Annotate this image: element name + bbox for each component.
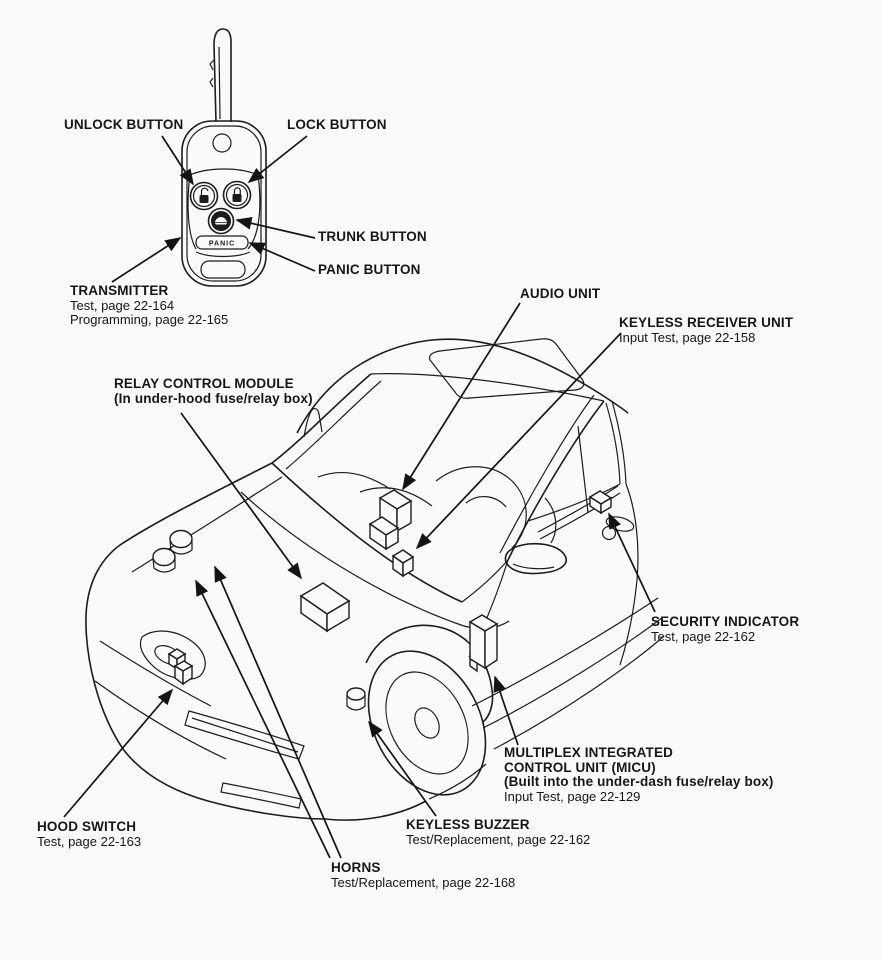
label-detail: Test, page 22-163 bbox=[37, 833, 142, 849]
label-title: UNLOCK BUTTON bbox=[64, 117, 184, 132]
label-detail: Input Test, page 22-129 bbox=[504, 788, 641, 804]
relay-module-label: RELAY CONTROL MODULE (In under-hood fuse… bbox=[114, 376, 313, 406]
security-indicator-box bbox=[588, 490, 613, 515]
arrow-hood-switch bbox=[63, 688, 174, 818]
label-detail: Test, page 22-162 bbox=[651, 628, 756, 644]
unlock-button-label: UNLOCK BUTTON bbox=[64, 117, 184, 133]
arrow-keyless-buzzer bbox=[368, 720, 437, 817]
unlock-button bbox=[189, 181, 219, 211]
keyless-buzzer-box bbox=[346, 687, 366, 711]
battery-cover-seam bbox=[200, 260, 246, 279]
hood-crease bbox=[131, 476, 283, 573]
grille bbox=[184, 710, 305, 760]
audio-unit-box bbox=[368, 489, 413, 551]
fob-body bbox=[181, 120, 267, 287]
label-detail: Programming, page 22-165 bbox=[70, 312, 229, 327]
car-drawing bbox=[85, 338, 665, 821]
arrow-trunk-button bbox=[235, 216, 316, 239]
lock-button bbox=[222, 180, 252, 210]
bumper-creases bbox=[94, 640, 227, 760]
label-title: TRANSMITTER bbox=[70, 283, 169, 298]
label-title: KEYLESS RECEIVER UNIT bbox=[619, 315, 794, 330]
label-title: SECURITY INDICATOR bbox=[651, 614, 800, 629]
arrow-unlock-button bbox=[161, 135, 194, 186]
horns bbox=[152, 529, 193, 573]
label-detail: Input Test, page 22-158 bbox=[619, 329, 756, 345]
arrow-lock-button bbox=[247, 135, 308, 184]
label-title: HORNS bbox=[331, 860, 381, 875]
a-pillar-left bbox=[271, 373, 372, 464]
door-mirror bbox=[504, 542, 567, 575]
roof-line bbox=[296, 338, 629, 434]
micu-box bbox=[468, 614, 499, 673]
horns-label: HORNS Test/Replacement, page 22-168 bbox=[331, 860, 516, 890]
trunk-button bbox=[207, 207, 235, 235]
key-blade bbox=[209, 28, 232, 123]
callout-arrows bbox=[63, 135, 656, 859]
keyless-receiver-box bbox=[391, 549, 415, 578]
cowl-line bbox=[271, 462, 463, 603]
audio-unit-label: AUDIO UNIT bbox=[520, 286, 601, 302]
arrow-keyless-receiver bbox=[415, 332, 622, 550]
key-fob-drawing: PANIC bbox=[181, 28, 267, 287]
keyless-buzzer-label: KEYLESS BUZZER Test/Replacement, page 22… bbox=[406, 817, 591, 847]
trunk-button-label: TRUNK BUTTON bbox=[318, 229, 427, 245]
label-title: MULTIPLEX INTEGRATED bbox=[504, 745, 673, 760]
open-padlock-icon bbox=[199, 187, 209, 203]
arrow-horn-right bbox=[214, 565, 342, 859]
panic-button-label: PANIC BUTTON bbox=[318, 262, 421, 278]
hood-switch-label: HOOD SWITCH Test, page 22-163 bbox=[37, 819, 142, 849]
label-title: HOOD SWITCH bbox=[37, 819, 137, 834]
arrow-micu bbox=[493, 675, 519, 746]
label-title: KEYLESS BUZZER bbox=[406, 817, 530, 832]
arrow-security-indicator bbox=[608, 512, 656, 613]
relay-module-box bbox=[299, 582, 351, 633]
panic-strip: PANIC bbox=[195, 235, 249, 250]
wiper-arcs bbox=[317, 471, 433, 507]
label-detail: Test/Replacement, page 22-168 bbox=[331, 874, 516, 890]
arrow-panic-button bbox=[248, 242, 316, 272]
panic-strip-text: PANIC bbox=[209, 241, 235, 248]
label-detail: (In under-hood fuse/relay box) bbox=[114, 390, 313, 406]
door-rear-edge bbox=[619, 483, 639, 666]
rocker-lines bbox=[471, 597, 665, 750]
sunroof bbox=[428, 338, 585, 399]
beltline bbox=[537, 485, 621, 540]
hood-switch-box bbox=[167, 648, 194, 686]
door-window bbox=[527, 400, 627, 522]
lock-button-label: LOCK BUTTON bbox=[287, 117, 387, 133]
label-title: AUDIO UNIT bbox=[520, 286, 601, 301]
arrow-relay-module bbox=[180, 412, 302, 580]
label-title: TRUNK BUTTON bbox=[318, 229, 427, 244]
label-title: CONTROL UNIT (MICU) bbox=[504, 759, 656, 775]
security-indicator-label: SECURITY INDICATOR Test, page 22-162 bbox=[651, 614, 800, 644]
antenna-fin bbox=[303, 408, 323, 438]
label-detail: Test, page 22-164 bbox=[70, 297, 175, 313]
keyring-hole bbox=[212, 133, 232, 153]
interior-lines bbox=[435, 466, 557, 549]
car-trunk-icon bbox=[214, 217, 228, 225]
micu-label: MULTIPLEX INTEGRATED CONTROL UNIT (MICU)… bbox=[504, 745, 774, 804]
label-title: LOCK BUTTON bbox=[287, 117, 387, 132]
label-detail: (Built into the under-dash fuse/relay bo… bbox=[504, 774, 774, 789]
front-wheel bbox=[367, 650, 487, 796]
a-pillar-right bbox=[507, 400, 605, 561]
arrow-transmitter bbox=[111, 237, 182, 283]
closed-padlock-icon bbox=[232, 187, 242, 202]
label-detail: Test/Replacement, page 22-162 bbox=[406, 831, 591, 847]
fog-light bbox=[220, 782, 302, 809]
transmitter-label: TRANSMITTER Test, page 22-164 Programmin… bbox=[70, 283, 229, 328]
label-title: RELAY CONTROL MODULE bbox=[114, 376, 294, 391]
keyless-receiver-label: KEYLESS RECEIVER UNIT Input Test, page 2… bbox=[619, 315, 794, 345]
arrow-audio-unit bbox=[402, 302, 521, 491]
label-title: PANIC BUTTON bbox=[318, 262, 421, 277]
arrow-horn-left bbox=[195, 579, 331, 859]
